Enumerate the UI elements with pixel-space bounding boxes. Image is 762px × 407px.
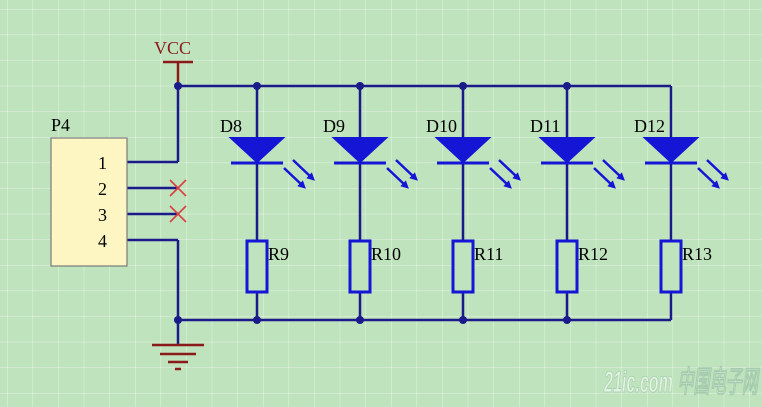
connector-pin-3: 3 bbox=[98, 205, 107, 225]
resistor-r13: R13 bbox=[659, 239, 712, 294]
connector-body bbox=[50, 137, 128, 267]
branch-4: D11 R12 bbox=[530, 82, 625, 324]
resistor-r10: R10 bbox=[348, 239, 401, 294]
led-light-arrow-icon bbox=[395, 159, 418, 181]
led-label: D12 bbox=[634, 116, 665, 136]
led-light-arrow-icon bbox=[489, 167, 512, 189]
junction-dot bbox=[253, 316, 261, 324]
vcc-label: VCC bbox=[154, 38, 191, 58]
led-label: D9 bbox=[323, 116, 345, 136]
no-connect-markers bbox=[169, 179, 187, 223]
led-light-arrow-icon bbox=[386, 167, 409, 189]
led-d8: D8 bbox=[220, 116, 315, 189]
led-diode-triangle bbox=[642, 137, 700, 164]
branch-5: D12 R13 bbox=[634, 86, 729, 320]
connector-pin-1: 1 bbox=[98, 153, 107, 173]
junction-dot bbox=[174, 82, 182, 90]
junction-dot bbox=[356, 316, 364, 324]
connector-p4: P4 1 2 3 4 bbox=[50, 115, 128, 267]
junction-dot bbox=[459, 82, 467, 90]
junction-dot bbox=[563, 82, 571, 90]
junction-dot bbox=[253, 82, 261, 90]
resistor-body bbox=[659, 239, 683, 294]
led-diode-triangle bbox=[538, 137, 596, 164]
resistor-r12: R12 bbox=[555, 239, 608, 294]
connector-pin-2: 2 bbox=[98, 179, 107, 199]
led-light-arrow-icon bbox=[706, 159, 729, 181]
led-diode-triangle bbox=[331, 137, 389, 164]
led-diode-triangle bbox=[434, 137, 492, 164]
led-light-arrow-icon bbox=[602, 159, 625, 181]
led-d12: D12 bbox=[634, 116, 729, 189]
led-light-arrow-icon bbox=[697, 167, 720, 189]
junction-dot bbox=[356, 82, 364, 90]
led-d10: D10 bbox=[426, 116, 521, 189]
resistor-r11: R11 bbox=[451, 239, 503, 294]
led-light-arrow-icon bbox=[593, 167, 616, 189]
connector-pin-4: 4 bbox=[98, 231, 107, 251]
led-light-arrow-icon bbox=[283, 167, 306, 189]
resistor-r9: R9 bbox=[245, 239, 289, 294]
ground-symbol bbox=[152, 343, 204, 371]
connector-name: P4 bbox=[51, 115, 70, 135]
resistor-label: R10 bbox=[371, 244, 401, 264]
resistor-label: R12 bbox=[578, 244, 608, 264]
branch-3: D10 R11 bbox=[426, 82, 521, 324]
led-label: D8 bbox=[220, 116, 242, 136]
led-label: D11 bbox=[530, 116, 560, 136]
resistor-body bbox=[555, 239, 579, 294]
resistor-label: R13 bbox=[682, 244, 712, 264]
led-d9: D9 bbox=[323, 116, 418, 189]
resistor-body bbox=[348, 239, 372, 294]
resistor-body bbox=[451, 239, 475, 294]
junction-dot bbox=[459, 316, 467, 324]
resistor-body bbox=[245, 239, 269, 294]
junction-dot bbox=[174, 316, 182, 324]
resistor-label: R9 bbox=[268, 244, 289, 264]
junction-dot bbox=[563, 316, 571, 324]
watermark: 21ic.com 中国电子网 bbox=[603, 366, 760, 400]
branch-2: D9 R10 bbox=[323, 82, 418, 324]
led-diode-triangle bbox=[228, 137, 286, 164]
led-label: D10 bbox=[426, 116, 457, 136]
led-d11: D11 bbox=[530, 116, 625, 189]
watermark-text: 21ic.com 中国电子网 bbox=[603, 366, 760, 399]
branch-1: D8 R9 bbox=[220, 82, 315, 324]
led-light-arrow-icon bbox=[292, 159, 315, 181]
led-light-arrow-icon bbox=[498, 159, 521, 181]
resistor-label: R11 bbox=[474, 244, 503, 264]
